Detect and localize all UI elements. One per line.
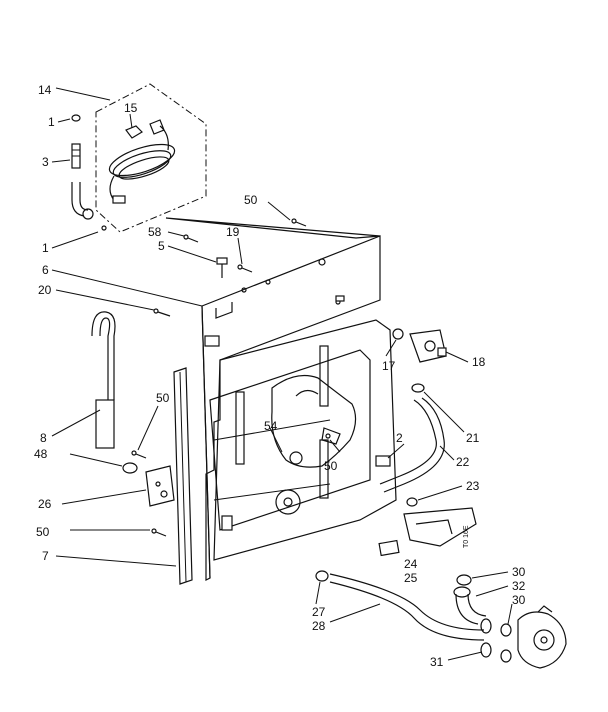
callout-27: 27 xyxy=(312,605,326,619)
side-strip xyxy=(173,367,193,585)
strain-relief-parts xyxy=(71,114,107,231)
pump-mount xyxy=(271,375,357,468)
fill-hose xyxy=(375,397,445,493)
screws xyxy=(131,218,307,537)
callout-28: 28 xyxy=(312,619,326,633)
callout-17: 17 xyxy=(382,359,396,373)
callout-23: 23 xyxy=(466,479,480,493)
elbow-hose xyxy=(453,574,512,663)
callout-3: 3 xyxy=(42,155,49,169)
callout-20: 20 xyxy=(38,283,52,297)
callout-14: 14 xyxy=(38,83,52,97)
callout-5: 5 xyxy=(158,239,165,253)
callout-50: 50 xyxy=(324,459,338,473)
power-cord xyxy=(108,119,176,204)
cabinet-back xyxy=(209,319,397,561)
callout-30: 30 xyxy=(512,565,526,579)
stamp-text: T0 16E xyxy=(463,525,470,548)
callout-8: 8 xyxy=(40,431,47,445)
callout-48: 48 xyxy=(34,447,48,461)
rear-panel xyxy=(165,217,381,581)
water-valve xyxy=(392,328,447,393)
callout-24: 24 xyxy=(404,557,418,571)
pump-body xyxy=(517,605,567,669)
callout-30: 30 xyxy=(512,593,526,607)
callout-1: 1 xyxy=(48,115,55,129)
callout-50: 50 xyxy=(156,391,170,405)
callout-50: 50 xyxy=(244,193,258,207)
callout-58: 58 xyxy=(148,225,162,239)
callout-31: 31 xyxy=(430,655,444,669)
callout-15: 15 xyxy=(124,101,138,115)
callout-19: 19 xyxy=(226,225,240,239)
callout-21: 21 xyxy=(466,431,480,445)
hose-bracket xyxy=(122,462,175,507)
callout-2: 2 xyxy=(396,431,403,445)
drain-hose xyxy=(315,570,485,641)
callout-26: 26 xyxy=(38,497,52,511)
callout-labels: 14 15 1 3 1 50 58 5 19 6 20 17 18 50 8 4… xyxy=(34,83,526,669)
callout-50: 50 xyxy=(36,525,50,539)
callout-32: 32 xyxy=(512,579,526,593)
callout-1: 1 xyxy=(42,241,49,255)
callout-6: 6 xyxy=(42,263,49,277)
callout-25: 25 xyxy=(404,571,418,585)
power-cord-kit-box xyxy=(95,83,207,233)
callout-7: 7 xyxy=(42,549,49,563)
callout-22: 22 xyxy=(456,455,470,469)
callout-54: 54 xyxy=(264,419,278,433)
leader-lines xyxy=(51,87,513,661)
drain-hose-hook xyxy=(91,311,116,449)
pump-assembly: T0 16E xyxy=(378,497,477,557)
callout-18: 18 xyxy=(472,355,486,369)
